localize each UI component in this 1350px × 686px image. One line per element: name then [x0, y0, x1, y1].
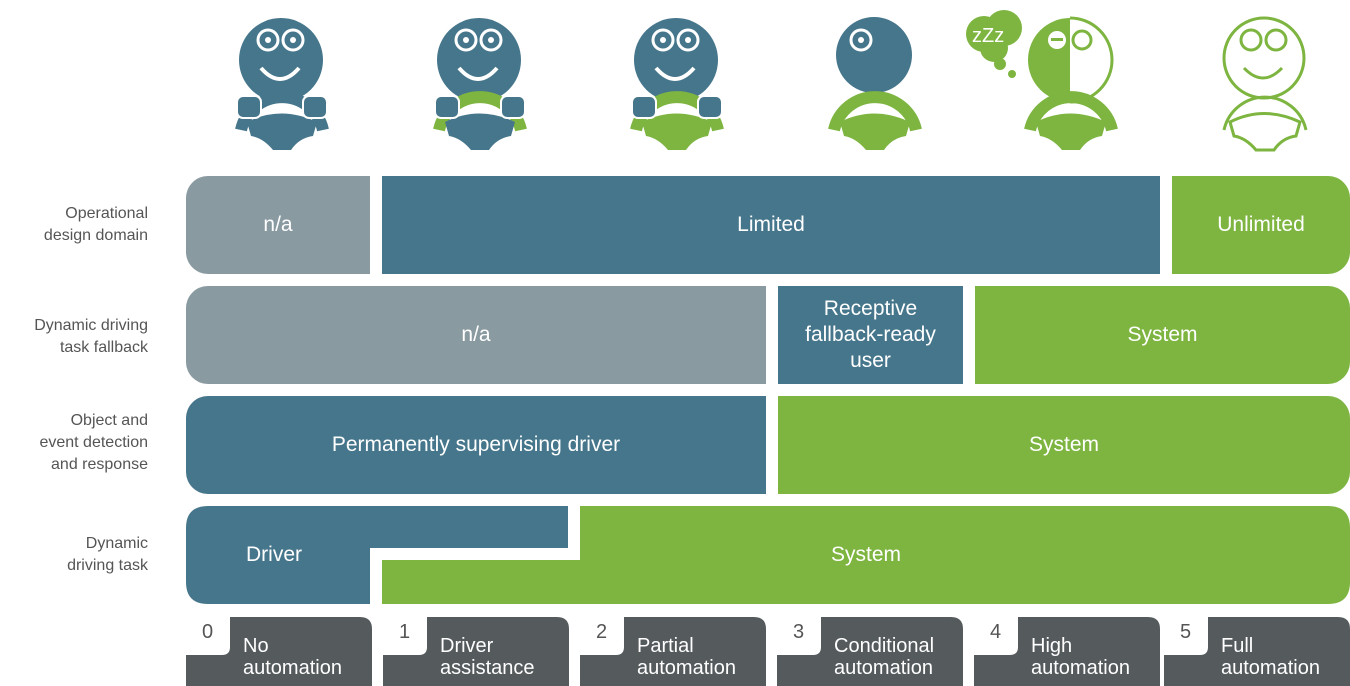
level-3-label: Conditional automation — [834, 635, 935, 679]
fallback-na-bar: n/a — [186, 286, 766, 384]
level-2-label: Partial automation — [637, 635, 736, 679]
oedr-system-text: System — [1028, 433, 1099, 456]
odd-unlimited-bar: Unlimited — [1172, 176, 1350, 274]
odd-limited-text: Limited — [737, 213, 805, 236]
level-0-number: 0 — [202, 621, 214, 643]
driver-conditional-icon — [828, 17, 922, 150]
fallback-receptive-bar: Receptive fallback-ready user — [778, 286, 963, 384]
level-1: 1 Driver assistance — [383, 617, 569, 686]
driver-hands-on-icon — [235, 18, 329, 150]
level-3-number: 3 — [793, 621, 805, 643]
level-5: 5 Full automation — [1164, 617, 1350, 686]
driver-partial-icon — [630, 18, 724, 150]
driver-absent-icon — [1222, 16, 1308, 152]
level-1-number: 1 — [399, 621, 411, 643]
oedr-driver-text: Permanently supervising driver — [331, 433, 621, 456]
level-2-number: 2 — [596, 621, 608, 643]
row-label-ddt-fallback: Dynamic driving task fallback — [34, 317, 148, 356]
level-0-label: No automation — [243, 635, 342, 679]
fallback-system-text: System — [1127, 323, 1198, 346]
driver-sleeping-icon: zZz — [966, 10, 1118, 150]
row-label-ddt: Dynamic driving task — [67, 535, 148, 574]
fallback-receptive-text: Receptive fallback-ready user — [805, 297, 936, 372]
level-4-number: 4 — [990, 621, 1002, 643]
level-5-number: 5 — [1180, 621, 1192, 643]
sleep-text: zZz — [972, 25, 1004, 47]
fallback-system-bar: System — [975, 286, 1350, 384]
ddt-driver-shape — [186, 506, 568, 604]
row-label-odd: Operational design domain — [43, 205, 148, 244]
ddt-driver-text: Driver — [246, 543, 302, 566]
level-4: 4 High automation — [974, 617, 1160, 686]
level-1-label: Driver assistance — [440, 635, 535, 679]
level-2: 2 Partial automation — [580, 617, 766, 686]
row-label-oedr: Object and event detection and response — [39, 412, 148, 473]
ddt-system-text: System — [830, 543, 901, 566]
level-5-label: Full automation — [1221, 635, 1320, 679]
level-4-label: High automation — [1031, 635, 1130, 679]
odd-unlimited-text: Unlimited — [1217, 213, 1305, 236]
fallback-na-text: n/a — [461, 323, 491, 346]
driver-assisted-icon — [433, 18, 527, 150]
oedr-driver-bar: Permanently supervising driver — [186, 396, 766, 494]
odd-na-text: n/a — [263, 213, 293, 236]
oedr-system-bar: System — [778, 396, 1350, 494]
odd-limited-bar: Limited — [382, 176, 1160, 274]
level-0: 0 No automation — [186, 617, 372, 686]
level-3: 3 Conditional automation — [777, 617, 963, 686]
ddt-system-shape — [382, 506, 1350, 604]
odd-na-bar: n/a — [186, 176, 370, 274]
